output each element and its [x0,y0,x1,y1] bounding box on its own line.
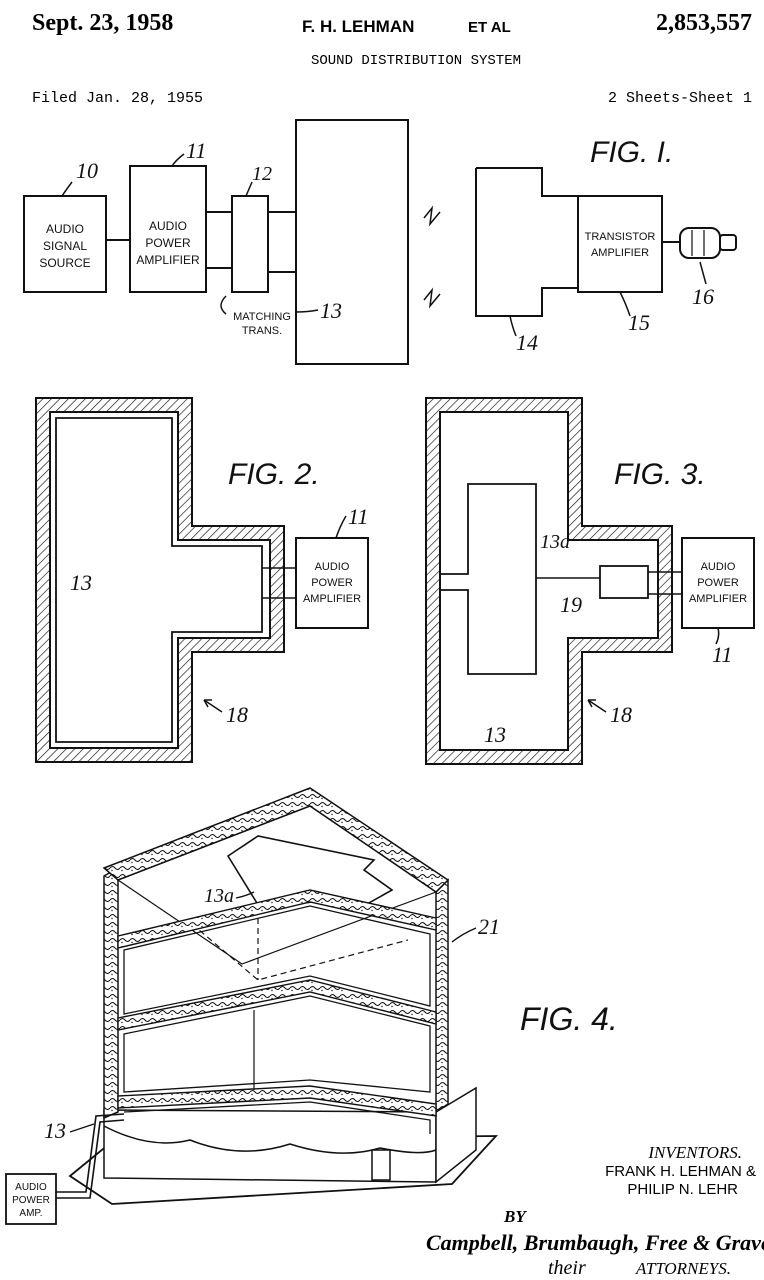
fig2-label: FIG. 2. [228,458,320,491]
audio-power-amplifier-box [129,165,207,293]
fig2-ref-13: 13 [70,570,92,595]
trans-line-1: TRANSISTOR [585,231,656,243]
by-label: BY [503,1207,527,1226]
fig3-ref-11: 11 [712,642,732,667]
fig3-ref-19: 19 [560,592,582,617]
transistor-amplifier-box [577,195,663,293]
amp-line-1: AUDIO [149,219,187,233]
inventor-2: PHILIP N. LEHR [627,1181,738,1198]
fig4-ref-13a: 13a [204,885,234,907]
fig3-amp-line-1: AUDIO [701,561,736,573]
trans-line-2: AMPLIFIER [591,247,649,259]
fig4-floor-slab-3 [117,1085,437,1117]
receiving-loop-14 [475,167,579,317]
fig4-ref-13: 13 [44,1118,66,1143]
patent-number: 2,853,557 [656,10,752,36]
fig4-right-wall [435,878,449,1114]
fig2-ref-18: 18 [226,702,248,727]
inventor-1: FRANK H. LEHMAN & [605,1163,756,1180]
fig3-building-wall [425,397,673,765]
fig3-ref-13: 13 [484,722,506,747]
amp-line-2: POWER [145,236,191,250]
fig3-ref-18: 18 [610,702,632,727]
fig3-amp-line-3: AMPLIFIER [689,593,747,605]
fig4-left-wall [103,866,119,1120]
fig4-amp-line-3: AMP. [19,1208,42,1219]
patent-title: SOUND DISTRIBUTION SYSTEM [311,53,521,69]
ref-11: 11 [186,138,206,163]
fig3-amp-box [681,537,755,629]
fig3-loop-13a [440,483,537,675]
ref-13: 13 [320,298,342,323]
ref-15: 15 [628,310,650,335]
amp-line-3: AMPLIFIER [136,253,200,267]
source-line-1: AUDIO [46,222,84,236]
transmitting-loop-13 [295,119,409,365]
sheet-count: 2 Sheets-Sheet 1 [608,90,752,107]
inventors-block: INVENTORS. FRANK H. LEHMAN & PHILIP N. L… [426,1143,764,1279]
matching-transformer-box [231,195,269,293]
et-al: ET AL [468,19,511,36]
patent-date: Sept. 23, 1958 [32,10,173,36]
ref-10: 10 [76,158,98,183]
attorneys-label: ATTORNEYS. [635,1259,731,1278]
fig4-amp-box [5,1173,57,1225]
matching-line-1: MATCHING [233,311,291,323]
fig2-amp-line-3: AMPLIFIER [303,593,361,605]
inventor-line: F. H. LEHMAN [302,17,414,36]
ref-14: 14 [516,330,538,355]
fig2-ref-11: 11 [348,504,368,529]
figure-2: AUDIO POWER AMPLIFIER FIG. 2. 11 13 18 [35,397,369,763]
figure-3: AUDIO POWER AMPLIFIER FIG. 3. 13a 19 13 … [425,397,755,765]
fig2-building-wall [35,397,285,763]
fig4-label: FIG. 4. [520,1001,618,1037]
ref-16: 16 [692,284,714,309]
inventors-heading: INVENTORS. [647,1143,742,1162]
fig2-amp-line-2: POWER [311,577,353,589]
fig4-door [371,1149,391,1181]
fig4-amp-line-1: AUDIO [15,1182,47,1193]
figure-1: FIG. I. AUDIO SIGNAL SOURCE AUDIO POWER … [23,119,737,365]
fig4-floor-slab-1 [117,889,437,949]
fig2-loop-13 [55,417,263,743]
matching-line-2: TRANS. [242,325,282,337]
fig4-floor-slab-2 [117,979,437,1031]
fig4-amp-line-2: POWER [12,1195,50,1206]
fig1-label: FIG. I. [590,136,673,169]
radiation-symbol-2 [423,287,441,309]
fig2-amp-box [295,537,369,629]
source-line-3: SOURCE [39,256,90,270]
ref-12: 12 [252,163,272,185]
filed-date: Filed Jan. 28, 1955 [32,90,203,107]
fig3-ref-13a: 13a [540,531,570,553]
attorney-signature: Campbell, Brumbaugh, Free & Graves [426,1230,764,1255]
earphone-icon [679,227,737,259]
fig4-ref-21: 21 [478,914,500,939]
fig3-label: FIG. 3. [614,458,706,491]
audio-signal-source-box [23,195,107,293]
their-label: their [548,1257,586,1279]
figure-4: AUDIO POWER AMP. FIG. 4. 13a 21 13 [5,787,618,1225]
fig3-amp-line-2: POWER [697,577,739,589]
fig2-amp-line-1: AUDIO [315,561,350,573]
sheet-header: Sept. 23, 1958 F. H. LEHMAN ET AL 2,853,… [32,10,752,107]
fig3-coupler-19 [599,565,649,599]
source-line-2: SIGNAL [43,239,87,253]
radiation-symbol-1 [423,205,441,227]
